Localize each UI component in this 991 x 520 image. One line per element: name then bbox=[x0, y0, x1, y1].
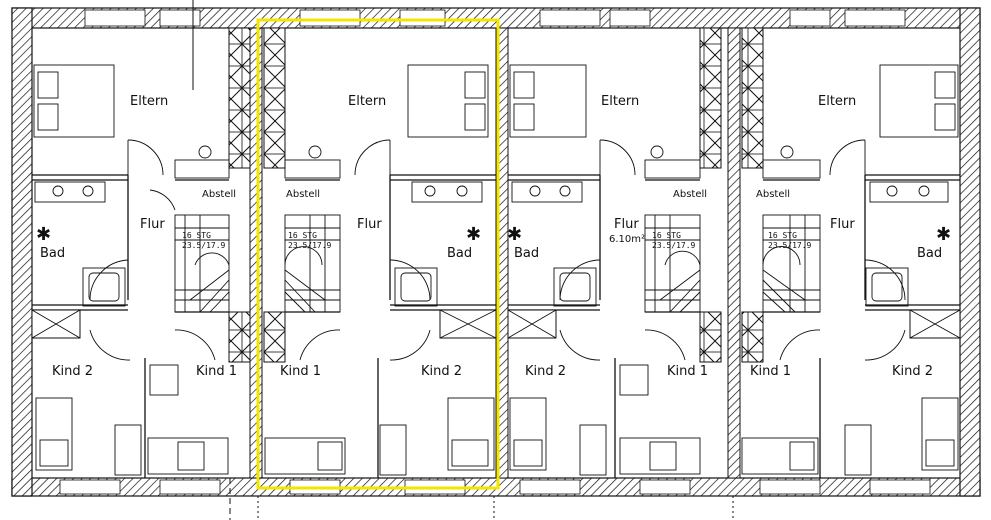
plant-icons: ✱ ✱ ✱ ✱ bbox=[36, 224, 951, 245]
room-label-abstell: Abstell bbox=[673, 189, 707, 200]
room-label-eltern: Eltern bbox=[130, 94, 168, 109]
room-label-flur: Flur bbox=[830, 217, 855, 232]
door-swings bbox=[89, 139, 906, 361]
room-label-flur: Flur bbox=[357, 217, 382, 232]
room-label-flur: Flur bbox=[140, 217, 165, 232]
stair-label: 16 STG bbox=[182, 231, 211, 240]
room-label-bad: Bad bbox=[514, 246, 539, 261]
room-label-flur: Flur bbox=[614, 217, 639, 232]
stair-label: 23.5/17.9 bbox=[652, 241, 696, 250]
room-label-abstell: Abstell bbox=[286, 189, 320, 200]
room-label-bad: Bad bbox=[40, 246, 65, 261]
svg-text:✱: ✱ bbox=[936, 224, 951, 245]
room-label-kind: Kind 1 bbox=[750, 364, 791, 379]
room-label-bad: Bad bbox=[447, 246, 472, 261]
room-labels: Eltern Abstell Flur Bad Kind 2 Kind 1 16… bbox=[40, 94, 942, 379]
room-label-abstell: Abstell bbox=[756, 189, 790, 200]
stair-label: 23.5/17.9 bbox=[182, 241, 226, 250]
party-walls bbox=[228, 27, 764, 479]
room-label-kind: Kind 2 bbox=[52, 364, 93, 379]
svg-text:✱: ✱ bbox=[36, 224, 51, 245]
room-label-kind: Kind 1 bbox=[667, 364, 708, 379]
room-label-abstell: Abstell bbox=[202, 189, 236, 200]
room-label-kind: Kind 2 bbox=[421, 364, 462, 379]
svg-text:✱: ✱ bbox=[507, 224, 522, 245]
room-label-kind: Kind 1 bbox=[196, 364, 237, 379]
selected-unit-highlight[interactable] bbox=[256, 18, 500, 490]
stair-label: 16 STG bbox=[652, 231, 681, 240]
staircases bbox=[174, 214, 821, 313]
reference-lines bbox=[192, 0, 734, 520]
room-label-kind: Kind 1 bbox=[280, 364, 321, 379]
stair-label: 23.5/17.9 bbox=[288, 241, 332, 250]
room-label-eltern: Eltern bbox=[818, 94, 856, 109]
stair-label: 23.5/17.9 bbox=[768, 241, 812, 250]
room-label-kind: Kind 2 bbox=[525, 364, 566, 379]
stair-label: 16 STG bbox=[288, 231, 317, 240]
svg-text:✱: ✱ bbox=[466, 224, 481, 245]
room-label-bad: Bad bbox=[917, 246, 942, 261]
room-area-label: 6.10m² bbox=[609, 234, 645, 245]
room-label-eltern: Eltern bbox=[348, 94, 386, 109]
room-label-kind: Kind 2 bbox=[892, 364, 933, 379]
room-label-eltern: Eltern bbox=[601, 94, 639, 109]
furniture bbox=[33, 64, 959, 476]
stair-label: 16 STG bbox=[768, 231, 797, 240]
